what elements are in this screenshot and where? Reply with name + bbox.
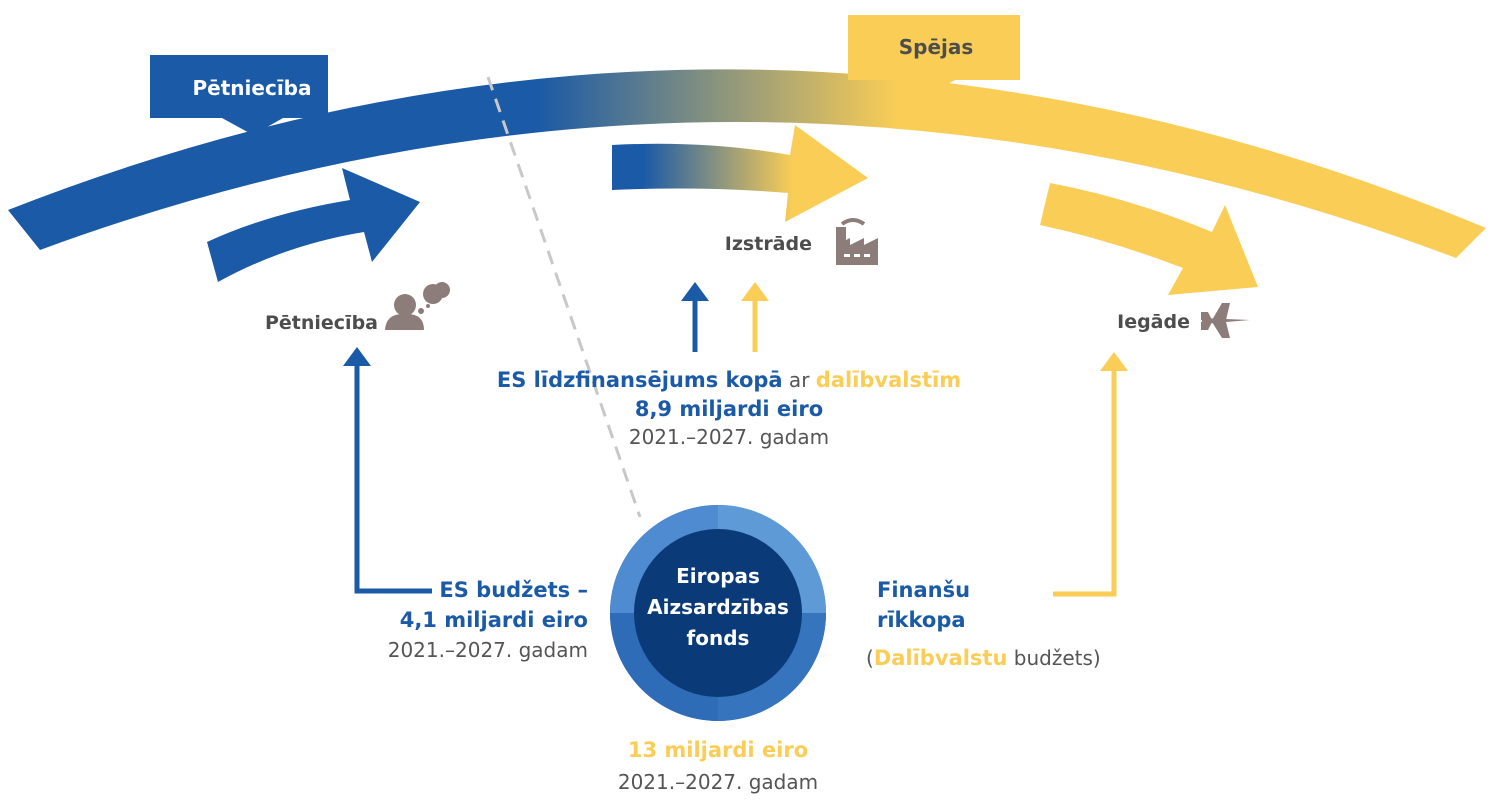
fighter-jet-icon bbox=[1201, 303, 1250, 338]
cofinancing-period: 2021.–2027. gadam bbox=[629, 425, 829, 449]
capabilities-banner-label: Spējas bbox=[899, 35, 974, 59]
fund-line3: fonds bbox=[687, 626, 750, 650]
eu-budget-period: 2021.–2027. gadam bbox=[388, 638, 588, 662]
cofinancing-line: ES līdzfinansējums kopā ar dalībvalstīm bbox=[497, 368, 961, 392]
toolbox-line3: (Dalībvalstu budžets) bbox=[866, 646, 1101, 670]
eu-budget-arrow bbox=[343, 347, 432, 594]
acquisition-label: Iegāde bbox=[1117, 311, 1190, 333]
development-label: Izstrāde bbox=[725, 233, 812, 255]
capabilities-banner: Spējas bbox=[848, 15, 1020, 97]
research-arrow bbox=[207, 168, 420, 282]
toolbox-paren: ( bbox=[866, 646, 874, 670]
total-period: 2021.–2027. gadam bbox=[618, 770, 818, 794]
fund-line2: Aizsardzības bbox=[647, 595, 789, 619]
toolbox-line1: Finanšu bbox=[877, 578, 970, 602]
eu-budget-line1: ES budžets – bbox=[439, 578, 588, 602]
thinking-person-icon bbox=[385, 282, 450, 330]
toolbox-line2: rīkkopa bbox=[877, 608, 966, 632]
factory-icon bbox=[836, 218, 878, 265]
toolbox-budget: budžets) bbox=[1007, 646, 1100, 670]
development-arrow bbox=[612, 125, 868, 222]
member-cofinancing-arrow bbox=[741, 282, 769, 352]
research-banner-label: Pētniecība bbox=[193, 76, 312, 100]
research-banner: Pētniecība bbox=[150, 55, 328, 135]
cofinancing-eu: ES līdzfinansējums kopā bbox=[497, 368, 783, 392]
eu-budget-amount: 4,1 miljardi eiro bbox=[400, 608, 588, 632]
cofinancing-amount: 8,9 miljardi eiro bbox=[635, 397, 823, 421]
cofinancing-members: dalībvalstīm bbox=[816, 368, 961, 392]
capability-arc bbox=[8, 69, 1486, 258]
toolbox-arrow bbox=[1053, 352, 1128, 597]
dashed-divider bbox=[486, 76, 642, 518]
fund-line1: Eiropas bbox=[676, 564, 760, 588]
acquisition-arrow bbox=[1040, 183, 1258, 295]
defence-fund-circle: Eiropas Aizsardzības fonds bbox=[610, 505, 826, 721]
cofinancing-with: ar bbox=[783, 368, 816, 392]
toolbox-member: Dalībvalstu bbox=[874, 646, 1008, 670]
total-amount: 13 miljardi eiro bbox=[628, 738, 808, 762]
eu-cofinancing-arrow bbox=[681, 282, 709, 352]
research-label: Pētniecība bbox=[265, 312, 378, 334]
